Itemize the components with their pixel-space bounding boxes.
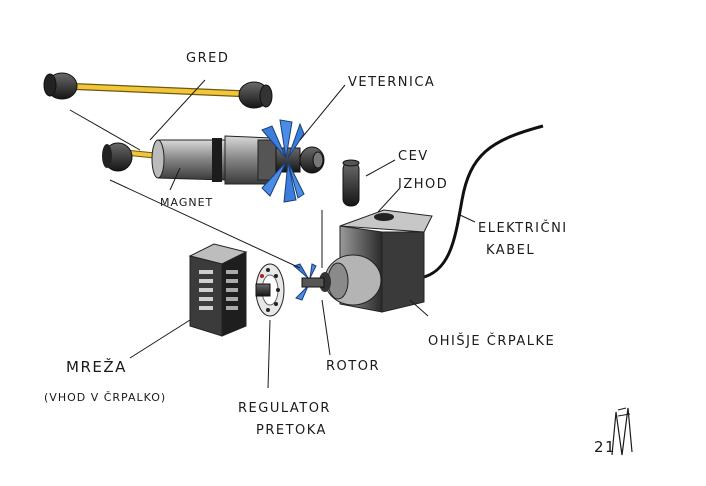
artist-signature: 21 (594, 407, 633, 456)
label-magnet: MAGNET (160, 196, 213, 209)
svg-text:21: 21 (594, 438, 616, 456)
shaft-rod (43, 72, 273, 109)
label-izhod: IZHOD (398, 177, 448, 192)
label-cev: CEV (398, 149, 429, 164)
label-rotor: ROTOR (326, 359, 380, 374)
label-vhod-v-crpalko: (VHOD V ČRPALKO) (44, 391, 166, 404)
intake-grid (188, 243, 248, 337)
flow-regulator (255, 263, 285, 317)
outlet-tube (342, 159, 360, 207)
magnet-assembly (102, 135, 325, 185)
power-cable (419, 124, 544, 280)
label-veternica: VETERNICA (348, 75, 435, 90)
label-pretoka: PRETOKA (256, 423, 327, 438)
label-ohisje-crpalke: OHIŠJE ČRPALKE (428, 333, 555, 349)
label-elektricni: ELEKTRIČNI (478, 220, 568, 236)
leader-lines (69, 79, 476, 389)
impeller-blades (261, 119, 305, 203)
rotor-part (293, 263, 325, 301)
label-kabel: KABEL (486, 243, 535, 258)
label-gred: GRED (186, 51, 229, 66)
label-mreza: MREŽA (66, 357, 127, 376)
label-regulator: REGULATOR (238, 401, 331, 416)
pump-housing (319, 209, 433, 313)
